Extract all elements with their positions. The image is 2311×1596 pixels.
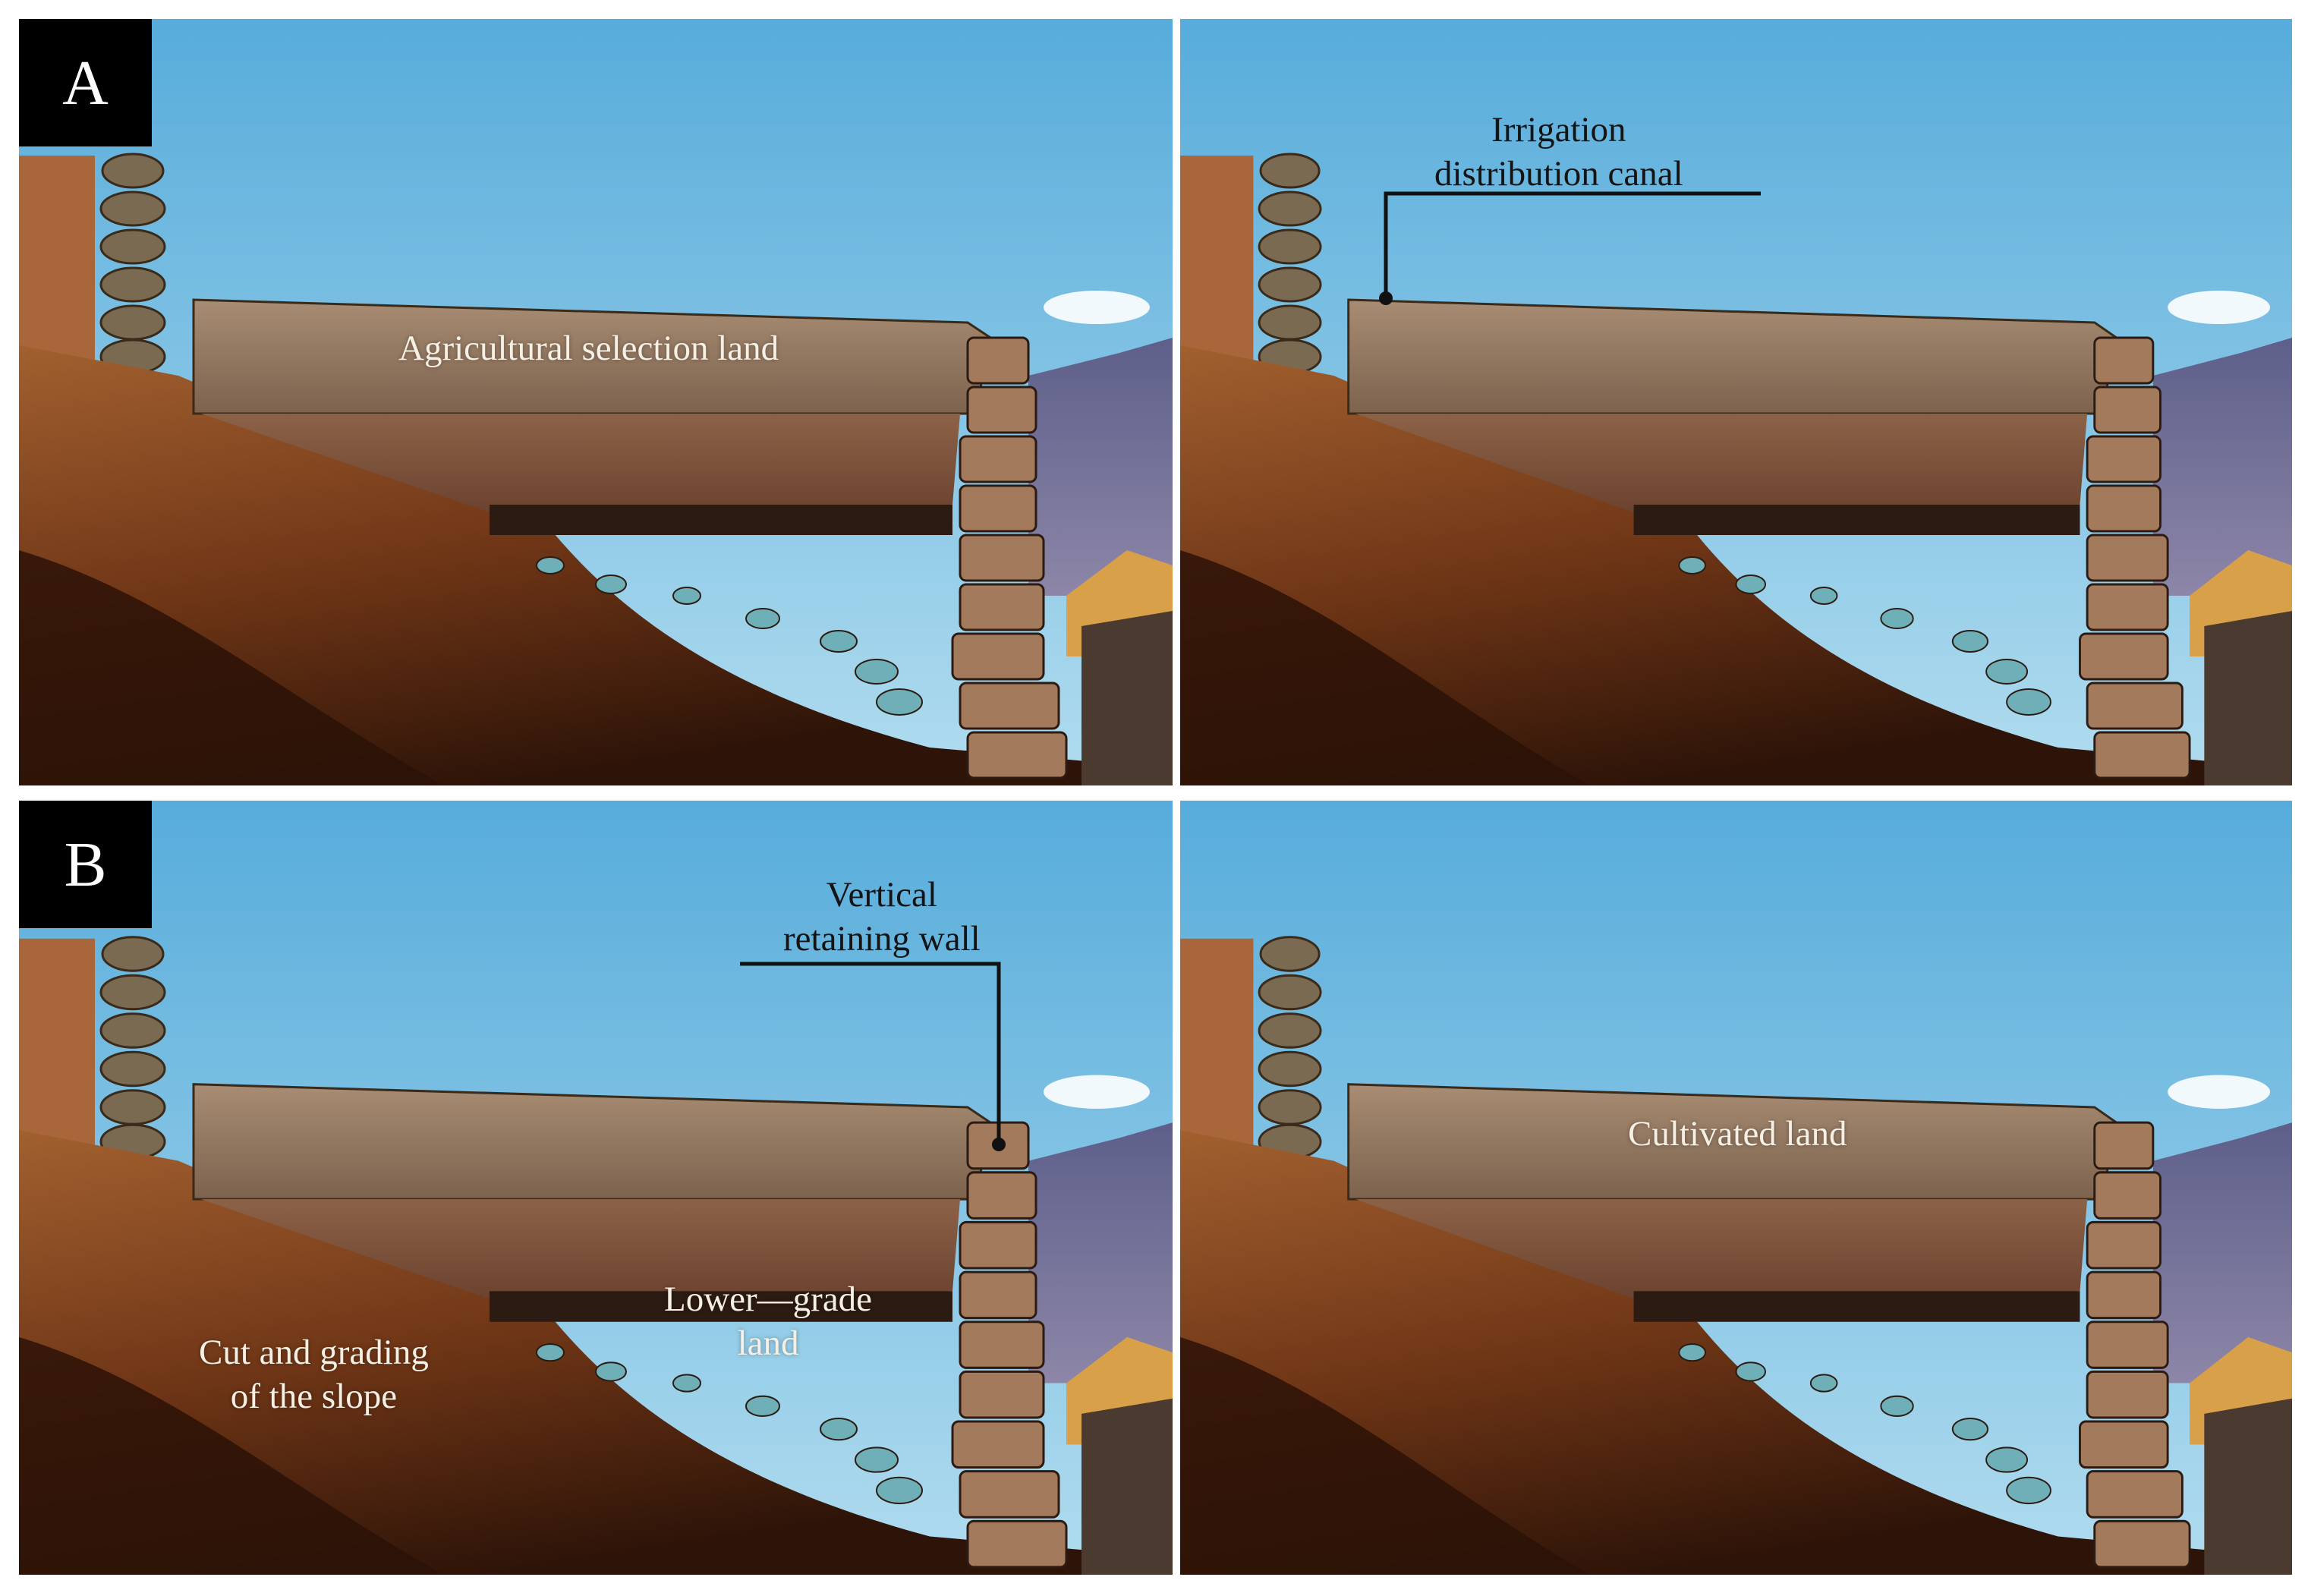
label-lower-grade-land-line1: Lower—grade <box>664 1280 873 1319</box>
label-vertical-retaining-wall-line2: retaining wall <box>783 919 981 959</box>
label-cut-and-grading-line2: of the slope <box>230 1377 398 1416</box>
label-cut-and-grading: Cut and grading of the slope <box>199 1330 429 1418</box>
panel-a-left: A <box>19 19 1173 785</box>
label-vertical-retaining-wall: Vertical retaining wall <box>783 873 981 961</box>
label-lower-grade-land: Lower—grade land <box>664 1277 872 1365</box>
panel-b-right <box>1180 801 2292 1575</box>
label-irrigation-canal-line2: distribution canal <box>1434 154 1683 194</box>
label-irrigation-canal-line1: Irrigation <box>1491 110 1626 150</box>
label-lower-grade-land-line2: land <box>737 1324 799 1363</box>
label-irrigation-canal: Irrigation distribution canal <box>1434 108 1683 196</box>
label-agricultural-selection-land: Agricultural selection land <box>398 329 779 368</box>
label-cut-and-grading-line1: Cut and grading <box>199 1333 429 1372</box>
label-vertical-retaining-wall-line1: Vertical <box>826 875 937 914</box>
label-cultivated-land: Cultivated land <box>1628 1114 1847 1154</box>
panel-a-right <box>1180 19 2292 785</box>
panel-label-b: B <box>19 801 152 928</box>
panel-label-a: A <box>19 19 152 146</box>
panel-b-left: B <box>19 801 1173 1575</box>
